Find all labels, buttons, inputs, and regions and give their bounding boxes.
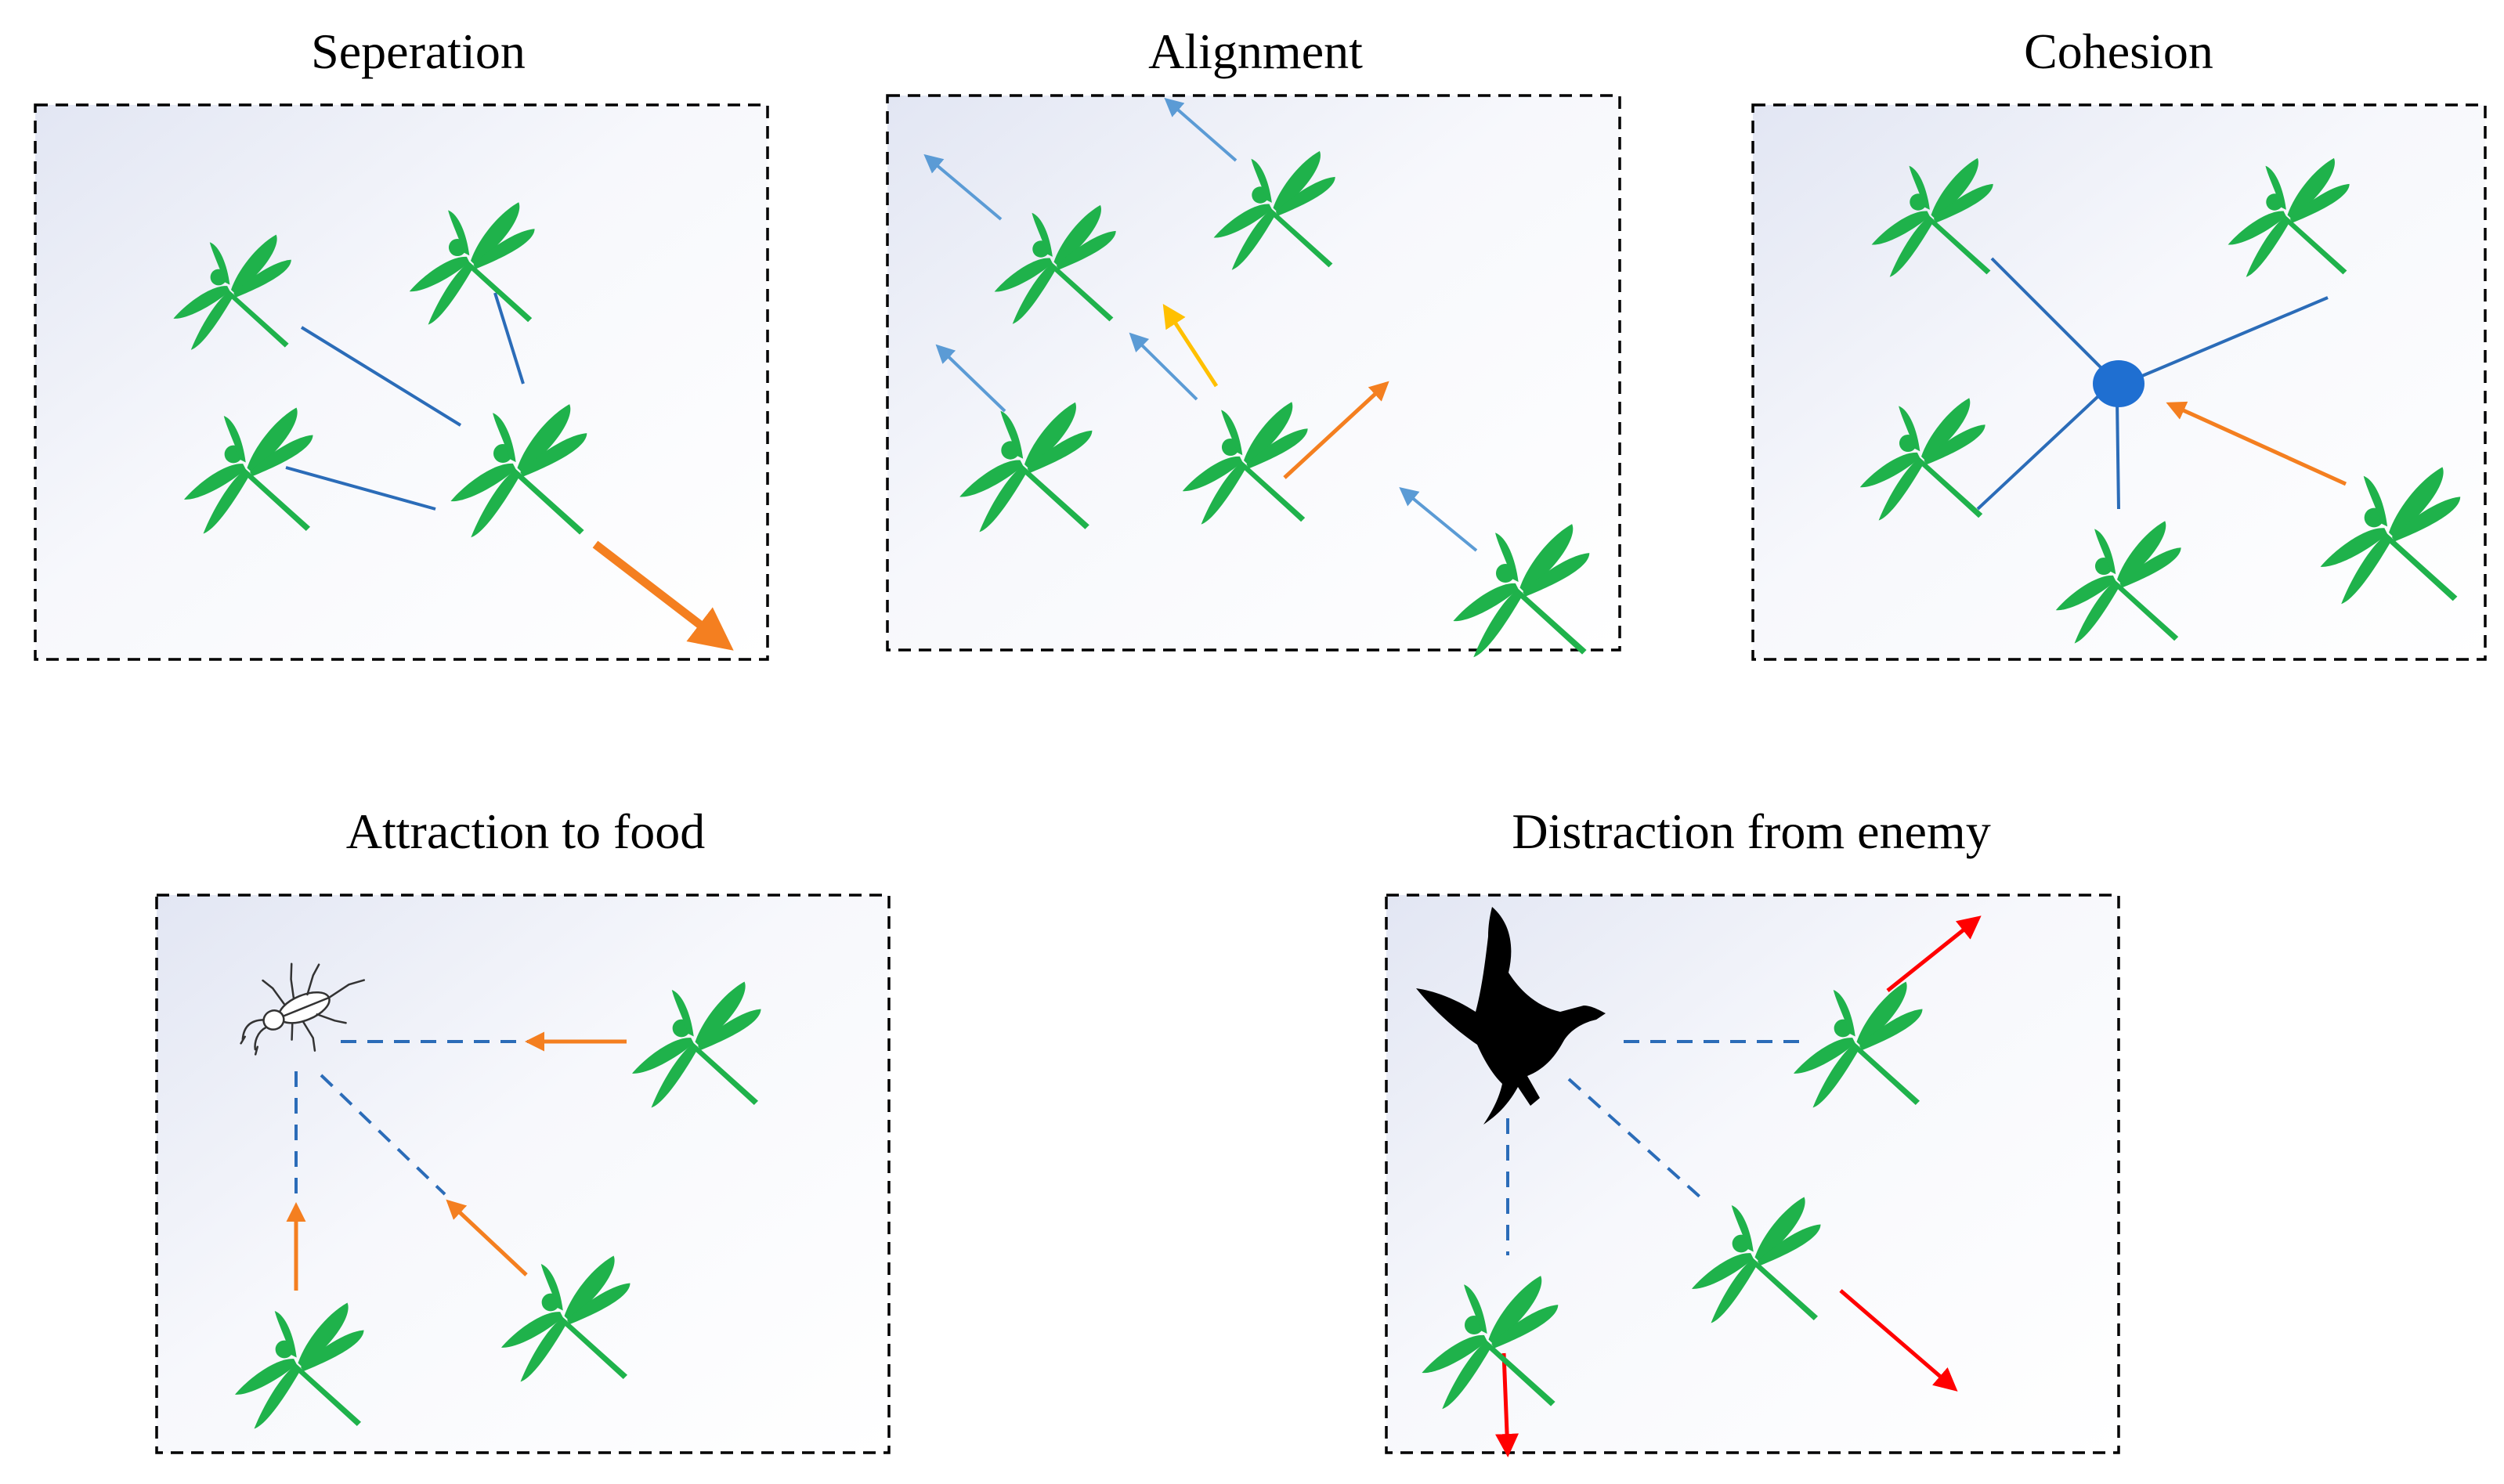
- link-line: [1976, 394, 2101, 511]
- red-arrows: [1495, 915, 1982, 1457]
- panel-frame-alignment: [886, 94, 1621, 652]
- heading-arrow: [1164, 97, 1238, 162]
- panel-alignment: Alignment: [886, 23, 1621, 658]
- panel-title-separation: Seperation: [311, 23, 526, 79]
- link-line: [285, 466, 436, 511]
- red-arrow: [1839, 1289, 1958, 1392]
- alignment-arrows: [923, 97, 1478, 552]
- heading-arrow: [935, 344, 1006, 413]
- panel-title-alignment: Alignment: [1148, 23, 1363, 79]
- dashed-link: [320, 1074, 446, 1196]
- panel-title-attraction: Attraction to food: [346, 803, 706, 859]
- link-lines: [285, 292, 525, 511]
- orange-arrows: [286, 1031, 627, 1291]
- orange-arrow: [446, 1199, 528, 1276]
- dashed-link: [1567, 1078, 1701, 1198]
- red-arrow: [1886, 915, 1982, 992]
- orange-arrow: [592, 540, 734, 651]
- panel-distraction: Distraction from enemy: [1385, 803, 2120, 1457]
- panel-separation: Seperation: [34, 23, 769, 661]
- link-line: [2141, 296, 2329, 377]
- beetle-icon: [240, 962, 366, 1056]
- link-line: [1990, 257, 2105, 371]
- cohesion-center-point: [2093, 360, 2144, 407]
- link-lines: [1976, 257, 2329, 511]
- panel-title-distraction: Distraction from enemy: [1512, 803, 1990, 859]
- heading-arrow: [923, 153, 1003, 221]
- bird-icon: [1416, 907, 1606, 1125]
- orange-arrow: [2166, 401, 2347, 486]
- dashed-links: [294, 1040, 529, 1198]
- heading-arrow: [1399, 486, 1478, 552]
- heading-arrow: [1129, 332, 1198, 401]
- link-line: [300, 326, 462, 427]
- dashed-links: [1506, 1040, 1809, 1255]
- panel-frame-separation: [34, 103, 769, 661]
- panel-cohesion: Cohesion: [1751, 23, 2487, 661]
- panel-title-cohesion: Cohesion: [2024, 23, 2213, 79]
- link-line: [493, 292, 525, 385]
- orange-arrow: [1283, 381, 1389, 479]
- red-arrow: [1495, 1352, 1519, 1457]
- link-line: [2116, 399, 2120, 510]
- panel-frame-attraction: [155, 894, 891, 1454]
- panel-attraction: Attraction to food: [155, 803, 891, 1454]
- yellow-arrow: [1162, 303, 1219, 388]
